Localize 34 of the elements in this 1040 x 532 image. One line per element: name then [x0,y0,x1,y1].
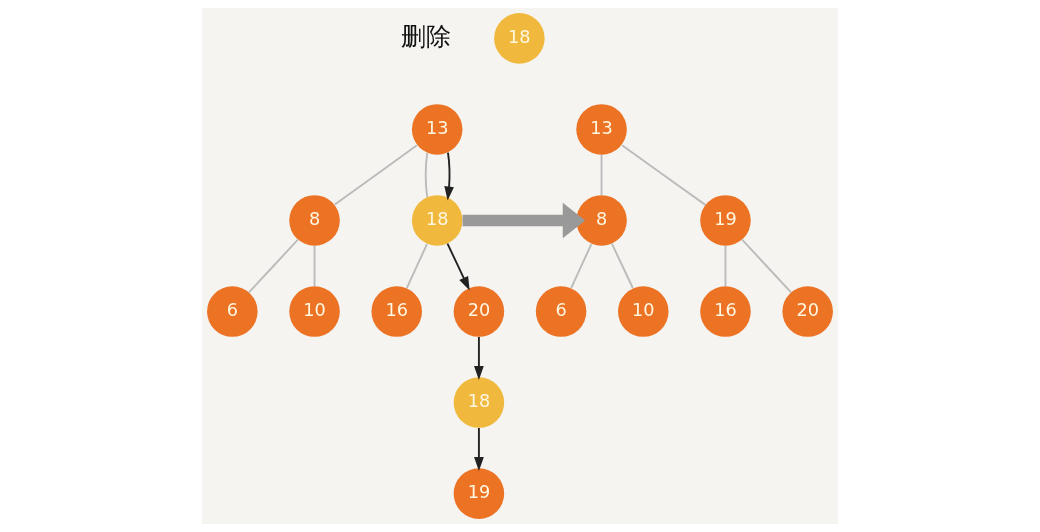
node-circle: 19 [453,468,505,519]
connector [570,243,593,290]
connector [248,238,299,294]
connector [724,245,727,288]
connector [405,243,428,290]
node-circle: 6 [535,286,587,337]
node-circle: 8 [289,195,340,246]
connector [600,153,603,196]
connector [424,152,429,199]
arrow [462,202,586,239]
node-circle: 13 [411,104,463,155]
node-circle: 18 [494,13,545,64]
node-circle: 10 [618,286,669,337]
node-circle: 20 [453,286,505,337]
arrow [444,151,454,201]
arrow [446,242,470,291]
connector [741,238,792,294]
arrow [474,427,484,472]
connector [333,144,418,206]
node-circle: 13 [576,104,627,155]
node-circle: 10 [289,286,340,337]
connector [610,242,634,289]
node-circle: 6 [207,286,258,337]
connector [621,144,707,206]
node-circle: 16 [371,286,422,337]
node-circle: 18 [453,377,505,428]
arrow [474,336,484,380]
label: 删除 [400,21,451,51]
connector [313,245,316,288]
node-circle: 19 [700,195,751,246]
node-circle: 20 [782,286,833,337]
node-circle: 8 [576,195,627,246]
node-circle: 18 [411,195,463,246]
node-circle: 16 [700,286,751,337]
